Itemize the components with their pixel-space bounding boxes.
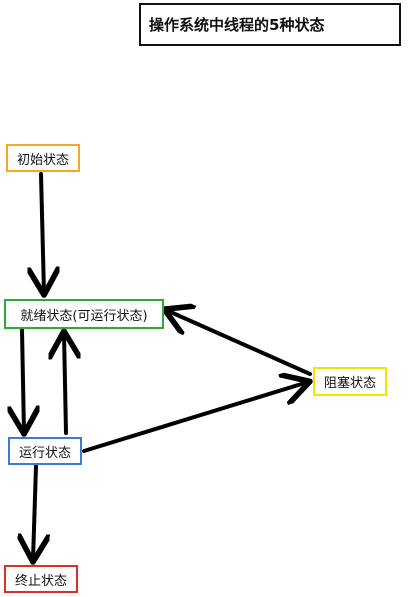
edge-ready-to-running [22,328,24,432]
node-initial-state: 初始状态 [6,144,80,172]
node-ready-label: 就绪状态(可运行状态) [20,308,148,324]
node-terminated-state: 终止状态 [4,565,78,593]
edge-initial-to-ready [41,172,44,293]
edge-running-to-terminated [33,464,36,560]
node-running-label: 运行状态 [18,445,71,461]
node-initial-label: 初始状态 [16,152,69,168]
edge-running-to-blocked [82,382,308,453]
diagram-title: 操作系统中线程的5种状态 [139,3,401,46]
node-blocked-state: 阻塞状态 [313,367,387,396]
node-running-state: 运行状态 [8,437,82,465]
edge-blocked-to-ready [166,310,312,376]
node-ready-state: 就绪状态(可运行状态) [4,299,164,329]
node-terminated-label: 终止状态 [14,573,67,589]
edge-running-to-ready [64,333,66,435]
node-blocked-label: 阻塞状态 [323,376,376,391]
